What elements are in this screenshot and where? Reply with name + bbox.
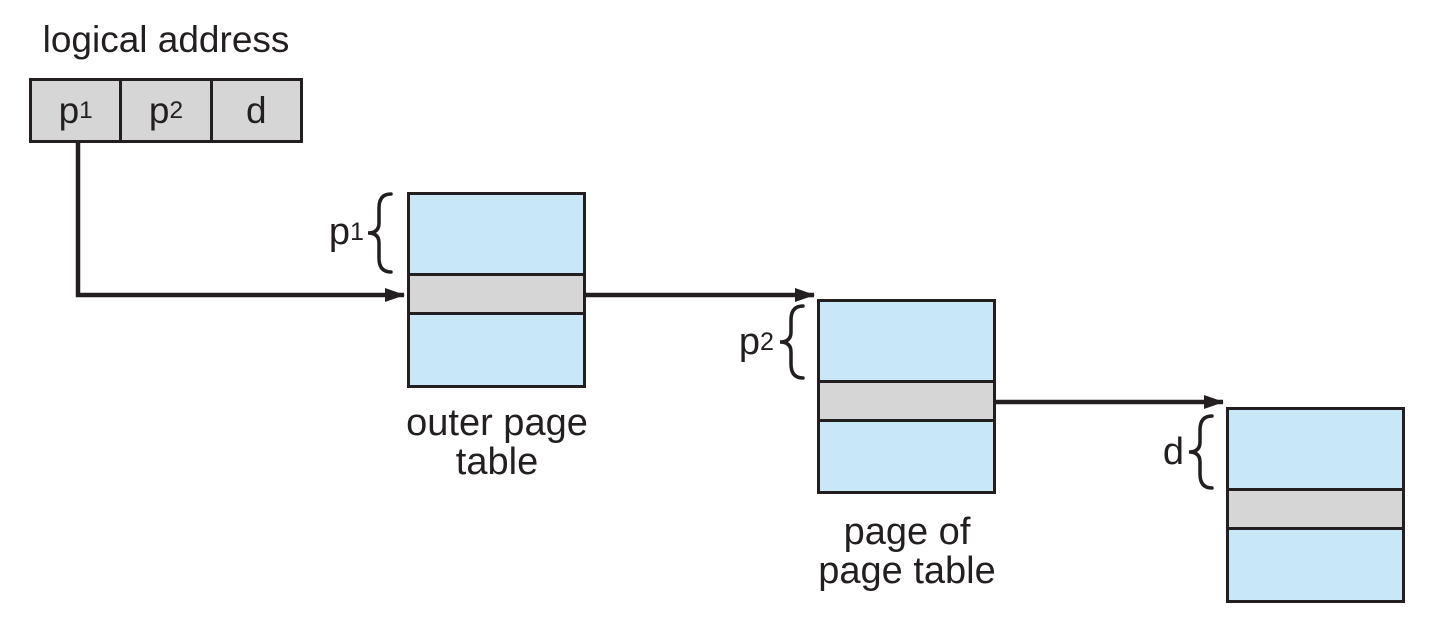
target-page-selected-section: [1229, 488, 1402, 530]
field-p2-subscript: 2: [169, 96, 184, 124]
page-of-page-table-bottom-entries: [820, 422, 993, 491]
curly-brace-p2: [779, 304, 805, 380]
page-of-page-table-selected-entry: [820, 380, 993, 422]
curly-brace-d: [1188, 414, 1214, 490]
target-page-bottom-section: [1229, 530, 1402, 600]
page-of-page-table-caption-line2: page table: [818, 550, 996, 592]
field-p1-base: p: [58, 89, 80, 131]
logical-address-title: logical address: [42, 19, 290, 60]
pointer-label-d: d: [1106, 416, 1184, 488]
page-of-page-table-caption: page of page table: [776, 513, 1038, 591]
outer-page-table-top-entries: [410, 195, 583, 273]
target-page: [1226, 407, 1405, 603]
curly-brace-p1: [367, 192, 393, 274]
outer-page-table-caption: outer page table: [366, 404, 628, 482]
pointer-label-p1-subscript: 1: [350, 217, 364, 246]
field-p1-subscript: 1: [79, 96, 93, 124]
target-page-top-section: [1229, 410, 1402, 488]
pointer-label-p2-base: p: [738, 320, 761, 363]
outer-page-table: [407, 192, 586, 388]
page-of-page-table-caption-line1: page of: [843, 511, 971, 553]
field-p2-base: p: [148, 89, 170, 131]
pointer-label-p1-base: p: [328, 210, 351, 253]
page-of-page-table-top-entries: [820, 302, 993, 380]
outer-page-table-caption-line1: outer page: [406, 402, 588, 444]
page-of-page-table: [817, 299, 996, 494]
field-d-base: d: [246, 89, 267, 131]
logical-address-field-d: d: [209, 81, 300, 140]
pointer-label-d-base: d: [1162, 430, 1184, 473]
outer-page-table-selected-entry: [410, 273, 583, 315]
pointer-label-p2-subscript: 2: [760, 327, 774, 356]
outer-page-table-caption-line2: table: [455, 441, 539, 483]
outer-page-table-bottom-entries: [410, 315, 583, 385]
